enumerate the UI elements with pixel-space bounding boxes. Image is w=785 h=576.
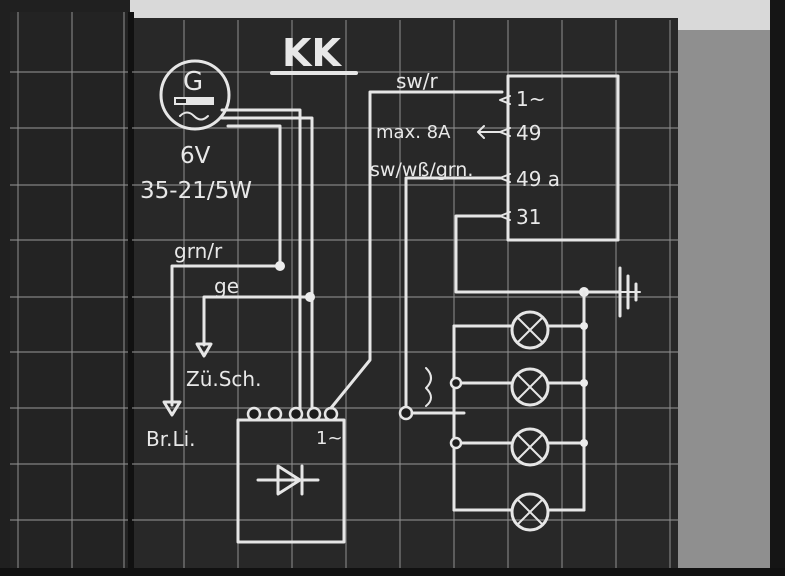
wire-grn-r [170,264,282,407]
lamp-2 [449,367,588,407]
generator-symbol: G [159,59,231,131]
switch-spring [425,367,432,407]
arrow-brake-light [162,400,182,417]
wire-label-grn-r: grn/r [174,239,223,263]
fuse-note: max. 8A [376,122,451,143]
rectifier-terminal-label: 1~ [316,428,343,449]
ground-icon [618,266,641,318]
terminal-31: 31 [516,205,541,229]
label-brake-light: Br.Li. [146,427,196,451]
wire-label-sw-wss-grn: sw/wß/grn. [370,159,473,181]
generator-voltage: 6V [180,143,211,169]
arrow-fuse [477,125,501,139]
diode-icon [256,464,320,496]
arrow-ignition-switch [195,342,213,358]
lamp-4 [452,492,586,532]
diagram-title: KK [282,31,342,75]
generator-wires [220,108,314,414]
lamp-bank [449,290,588,532]
terminal-1: 1~ [516,87,545,111]
left-board [10,12,128,572]
regulator-box [506,74,620,242]
left-board-grid [10,12,128,570]
junction-grn-r [275,261,285,271]
terminal-49: 49 [516,121,541,145]
board-bottom-frame [0,568,785,576]
wire-31 [454,214,622,294]
wire-ge [202,295,312,347]
generator-wattage: 35-21/5W [140,178,252,204]
terminal-49a: 49 a [516,167,560,191]
generator-label: G [183,67,203,97]
lamp-3 [449,427,588,467]
lamp-1 [452,310,588,350]
wire-rectifier-to-1 [329,90,504,410]
label-ignition-switch: Zü.Sch. [186,367,261,391]
regulator-terminals: 1~ 49 49 a 31 [499,87,560,229]
rectifier-box [236,406,346,544]
switch-contact-left [398,405,414,421]
junction-ge [305,292,315,302]
wire-label-sw-r: sw/r [396,69,439,93]
wire-label-ge: ge [214,274,239,298]
wire-49a [404,176,502,412]
